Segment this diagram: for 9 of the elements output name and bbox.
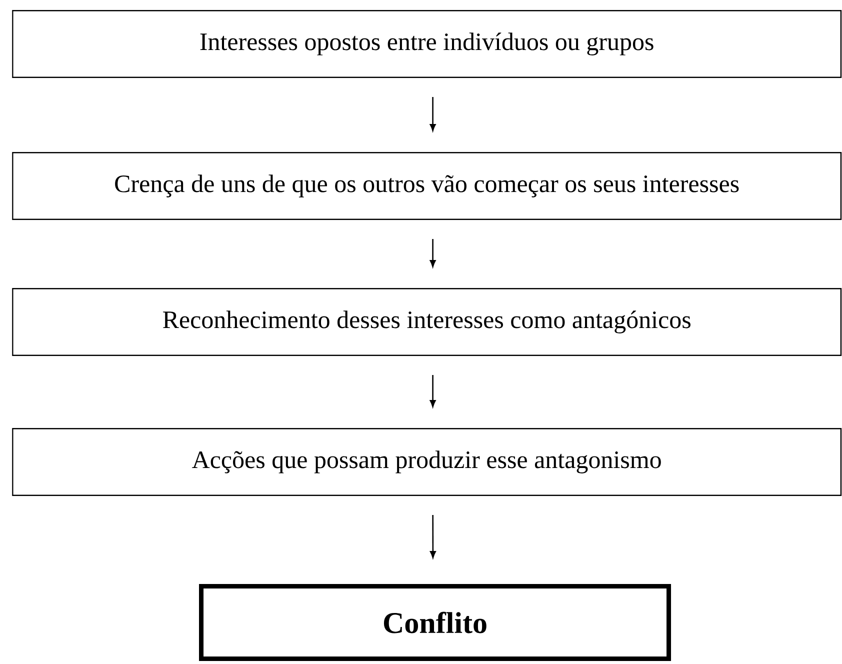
- arrow: [430, 239, 436, 268]
- process-box: Crença de uns de que os outros vão começar os seus interesses: [12, 152, 842, 220]
- process-box: Interesses opostos entre indivíduos ou grupos: [12, 10, 842, 78]
- arrow: [430, 97, 436, 132]
- process-box: Reconhecimento desses interesses como antagónicos: [12, 288, 842, 356]
- arrow: [430, 515, 436, 558]
- arrow: [430, 375, 436, 408]
- process-box: Conflito: [199, 584, 671, 661]
- process-box: Acções que possam produzir esse antagonismo: [12, 428, 842, 496]
